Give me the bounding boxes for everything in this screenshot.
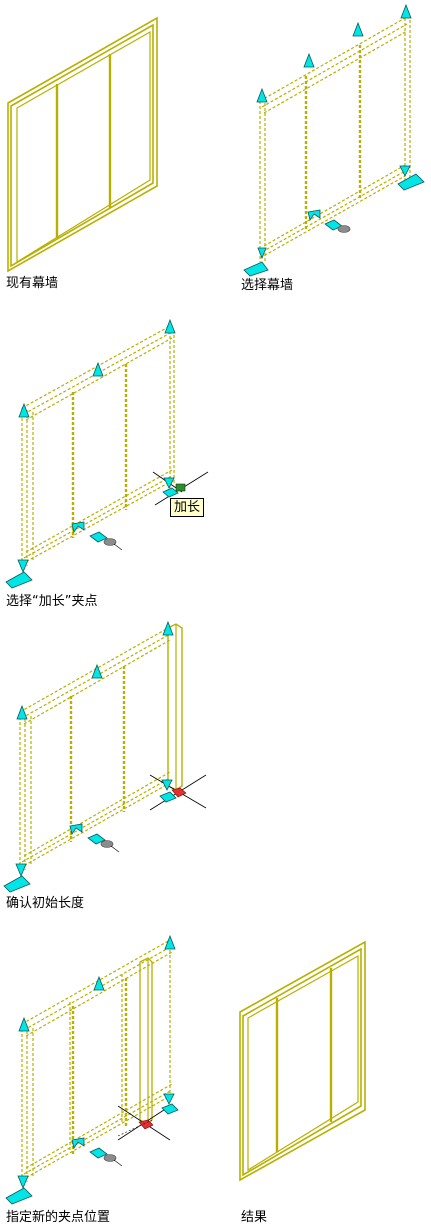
wall-confirm-length [19, 623, 183, 872]
result-curtain-wall [239, 940, 366, 1182]
hot-grip-icon[interactable] [138, 1119, 154, 1130]
arrow-grip-icon [71, 521, 85, 533]
triangle-grip-icon [352, 22, 364, 37]
arrow-grip-icon [89, 531, 108, 543]
ellipse-grip-icon[interactable] [337, 225, 351, 233]
arrow-grip-icon [89, 1147, 108, 1159]
grips-panel-3[interactable] [5, 319, 179, 589]
hot-grip-icon[interactable] [171, 787, 187, 798]
caption-new-grip-position: 指定新的夹点位置 [6, 1210, 111, 1225]
ellipse-grip-icon[interactable] [103, 538, 117, 546]
triangle-grip-icon [161, 779, 173, 791]
selected-curtain-wall [259, 17, 411, 262]
caption-result: 结果 [241, 1210, 268, 1225]
triangle-grip-icon [17, 559, 29, 574]
caption-select-grip: 选择“加长”夹点 [6, 594, 98, 609]
arrow-grip-icon [87, 833, 106, 845]
caption-confirm-length: 确认初始长度 [6, 896, 85, 911]
triangle-grip-icon [163, 477, 175, 489]
arrow-grip-icon [71, 1137, 85, 1149]
ellipse-grip-icon[interactable] [100, 840, 114, 848]
triangle-grip-icon [257, 247, 267, 260]
triangle-grip-icon [92, 362, 104, 377]
arrow-grip-icon [397, 173, 425, 191]
triangle-grip-icon [303, 53, 315, 68]
wall-select-grip [21, 325, 175, 568]
triangle-grip-icon [162, 621, 174, 636]
triangle-grip-icon [256, 88, 268, 103]
triangle-grip-icon [399, 165, 411, 177]
wall-new-grip-position [21, 939, 173, 1184]
triangle-grip-icon [400, 4, 412, 19]
lengthen-grip-icon[interactable] [175, 483, 186, 492]
arrow-grip-icon [3, 875, 31, 893]
arrow-grip-icon [69, 823, 83, 835]
arrow-grip-icon [243, 261, 269, 277]
triangle-grip-icon [16, 705, 28, 720]
triangle-grip-icon [18, 1017, 30, 1032]
existing-curtain-wall [7, 16, 158, 273]
triangle-grip-icon [164, 319, 176, 334]
arrow-grip-icon [159, 791, 177, 803]
triangle-grip-icon [15, 863, 27, 878]
caption-select: 选择幕墙 [241, 278, 294, 293]
arrow-grip-icon [162, 487, 179, 498]
ellipse-grip-icon[interactable] [103, 1154, 117, 1162]
arrow-grip-icon [307, 209, 321, 221]
grips-panel-4[interactable] [3, 621, 177, 893]
arrow-grip-icon [161, 1103, 179, 1115]
lengthen-tooltip: 加长 [170, 498, 205, 517]
caption-existing: 现有幕墙 [6, 276, 59, 291]
triangle-grip-icon [163, 1093, 175, 1105]
arrow-grip-icon [5, 1187, 33, 1205]
triangle-grip-icon [17, 1175, 29, 1190]
grips-panel-5[interactable] [5, 935, 179, 1205]
grips-panel-2[interactable] [243, 4, 425, 277]
arrow-grip-icon [5, 571, 33, 589]
